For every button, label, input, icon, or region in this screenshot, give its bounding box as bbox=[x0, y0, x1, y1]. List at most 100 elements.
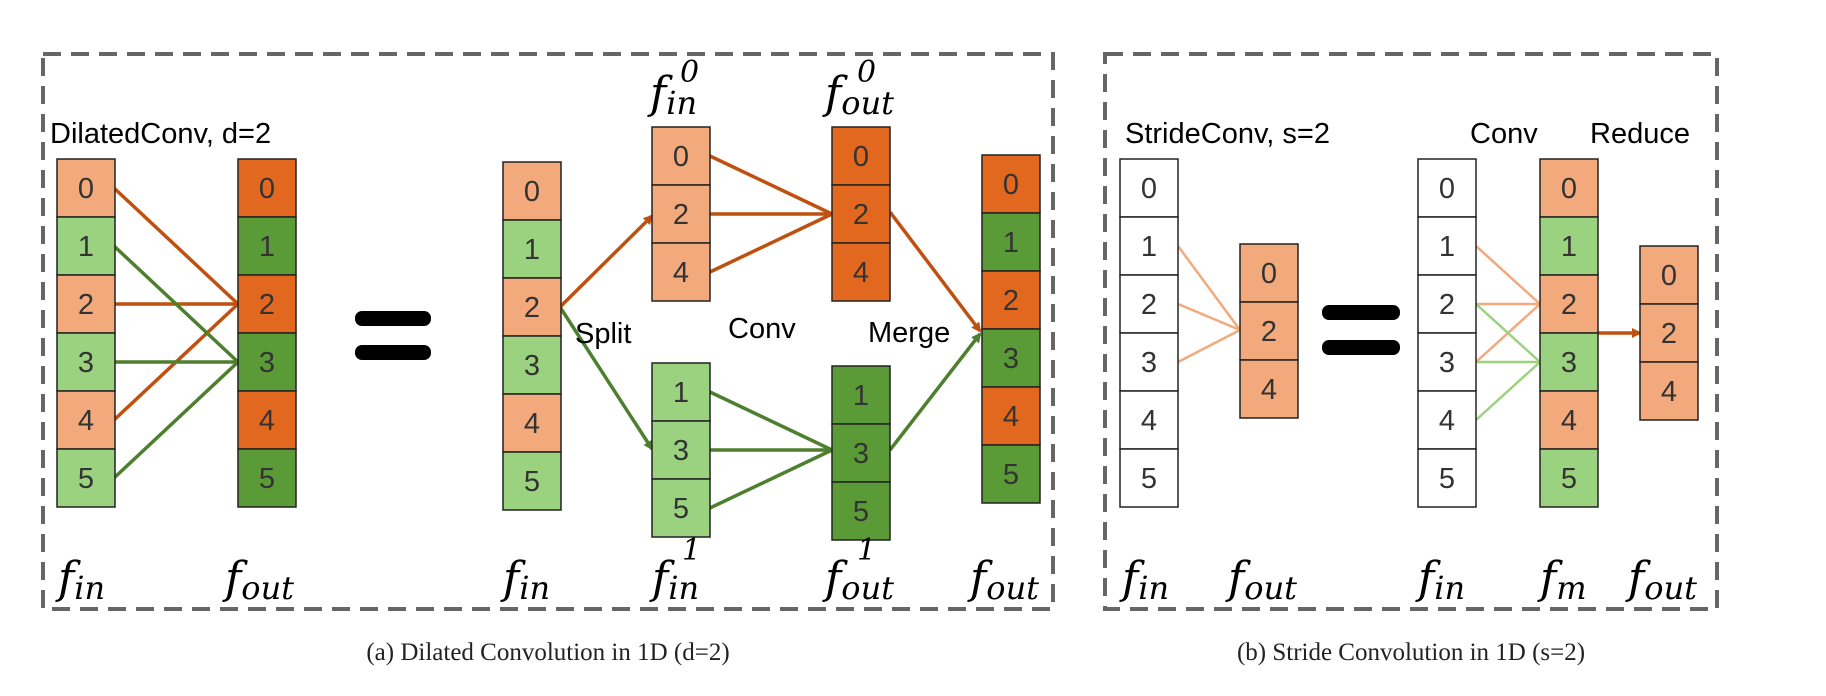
cell-label: 1 bbox=[524, 234, 540, 266]
edge bbox=[112, 244, 240, 364]
cell-label: 4 bbox=[259, 405, 275, 437]
cell-box bbox=[1417, 332, 1477, 392]
cell-box bbox=[1119, 448, 1179, 508]
cell-label: 4 bbox=[1561, 405, 1577, 437]
cell-label: 2 bbox=[1561, 289, 1577, 321]
cell-box bbox=[1417, 390, 1477, 450]
cell-label: 1 bbox=[1439, 231, 1455, 263]
cell-box bbox=[981, 328, 1041, 388]
cell-label: 2 bbox=[1261, 316, 1277, 348]
fout-label: fout bbox=[1625, 553, 1697, 607]
merge-arrow-odd bbox=[888, 332, 982, 452]
cell-label: 2 bbox=[673, 199, 689, 231]
cell-box bbox=[831, 365, 891, 425]
cell-box bbox=[981, 444, 1041, 504]
edge bbox=[1475, 245, 1541, 305]
cell-label: 2 bbox=[1003, 285, 1019, 317]
fin-label: fin bbox=[1119, 553, 1169, 607]
cell-box bbox=[502, 335, 562, 395]
cell-label: 5 bbox=[673, 493, 689, 525]
fout0-sup: 0 bbox=[857, 55, 876, 90]
cell-label: 0 bbox=[1439, 173, 1455, 205]
cell-box bbox=[1539, 332, 1599, 392]
cell-box bbox=[56, 448, 116, 508]
cell-label: 5 bbox=[259, 463, 275, 495]
edge bbox=[1475, 303, 1541, 363]
edge bbox=[709, 154, 833, 216]
cell-box bbox=[502, 393, 562, 453]
cell-box bbox=[651, 126, 711, 186]
cell-box bbox=[1119, 332, 1179, 392]
cell-label: 4 bbox=[1661, 376, 1677, 408]
edge bbox=[1176, 245, 1242, 331]
fin1-column: 1 3 5 bbox=[651, 362, 711, 538]
cell-box bbox=[1539, 274, 1599, 334]
cell-box bbox=[1639, 245, 1699, 305]
cell-label: 3 bbox=[1561, 347, 1577, 379]
cell-label: 0 bbox=[1141, 173, 1157, 205]
cell-box bbox=[56, 332, 116, 392]
cell-box bbox=[1417, 158, 1477, 218]
cell-box bbox=[1239, 243, 1299, 303]
cell-label: 3 bbox=[259, 347, 275, 379]
fout-column-b2: 024 bbox=[1639, 245, 1699, 421]
cell-label: 4 bbox=[524, 408, 540, 440]
cell-label: 1 bbox=[673, 377, 689, 409]
cell-label: 2 bbox=[1439, 289, 1455, 321]
cell-label: 5 bbox=[853, 496, 869, 528]
columns-layer: 0123450123450123450241350241350123450123… bbox=[56, 126, 1699, 541]
conv-label: Conv bbox=[728, 313, 796, 345]
cell-label: 4 bbox=[853, 257, 869, 289]
fin0-column: 024 bbox=[651, 126, 711, 302]
merge-arrow-even bbox=[888, 210, 982, 333]
cell-label: 1 bbox=[1003, 227, 1019, 259]
fout1-column: 135 bbox=[831, 365, 891, 541]
cell-box bbox=[237, 332, 297, 392]
caption-a: (a) Dilated Convolution in 1D (d=2) bbox=[366, 639, 729, 666]
cell-label: 5 bbox=[1003, 459, 1019, 491]
cell-label: 0 bbox=[1561, 173, 1577, 205]
cell-label: 0 bbox=[673, 141, 689, 173]
cell-box bbox=[237, 448, 297, 508]
equals-sign bbox=[1322, 305, 1400, 355]
cell-box bbox=[1539, 158, 1599, 218]
edge bbox=[709, 390, 833, 452]
caption-b: (b) Stride Convolution in 1D (s=2) bbox=[1237, 639, 1585, 666]
edges-layer bbox=[112, 154, 1642, 510]
fout-label: fout bbox=[967, 553, 1039, 607]
edge bbox=[1177, 328, 1241, 364]
cell-box bbox=[1539, 448, 1599, 508]
cell-box bbox=[237, 216, 297, 276]
cell-label: 4 bbox=[1003, 401, 1019, 433]
cell-label: 3 bbox=[673, 435, 689, 467]
cell-box bbox=[237, 390, 297, 450]
cell-box bbox=[1417, 448, 1477, 508]
cell-box bbox=[1119, 390, 1179, 450]
cell-box bbox=[651, 362, 711, 422]
split-arrow-even bbox=[558, 214, 654, 309]
edge bbox=[709, 448, 833, 510]
cell-box bbox=[1119, 158, 1179, 218]
cell-label: 3 bbox=[524, 350, 540, 382]
cell-label: 5 bbox=[1439, 463, 1455, 495]
cell-label: 4 bbox=[1439, 405, 1455, 437]
cell-label: 5 bbox=[524, 466, 540, 498]
merge-label: Merge bbox=[868, 317, 950, 349]
fout-label: fout bbox=[1225, 553, 1297, 607]
cell-label: 2 bbox=[1141, 289, 1157, 321]
cell-box bbox=[56, 158, 116, 218]
cell-box bbox=[981, 212, 1041, 272]
cell-box bbox=[237, 158, 297, 218]
edge bbox=[709, 212, 833, 274]
cell-label: 0 bbox=[853, 141, 869, 173]
cell-box bbox=[981, 154, 1041, 214]
cell-box bbox=[56, 274, 116, 334]
cell-label: 0 bbox=[259, 173, 275, 205]
fin-label: fin bbox=[500, 553, 550, 607]
cell-box bbox=[651, 478, 711, 538]
split-label: Split bbox=[575, 318, 631, 350]
cell-label: 1 bbox=[78, 231, 94, 263]
